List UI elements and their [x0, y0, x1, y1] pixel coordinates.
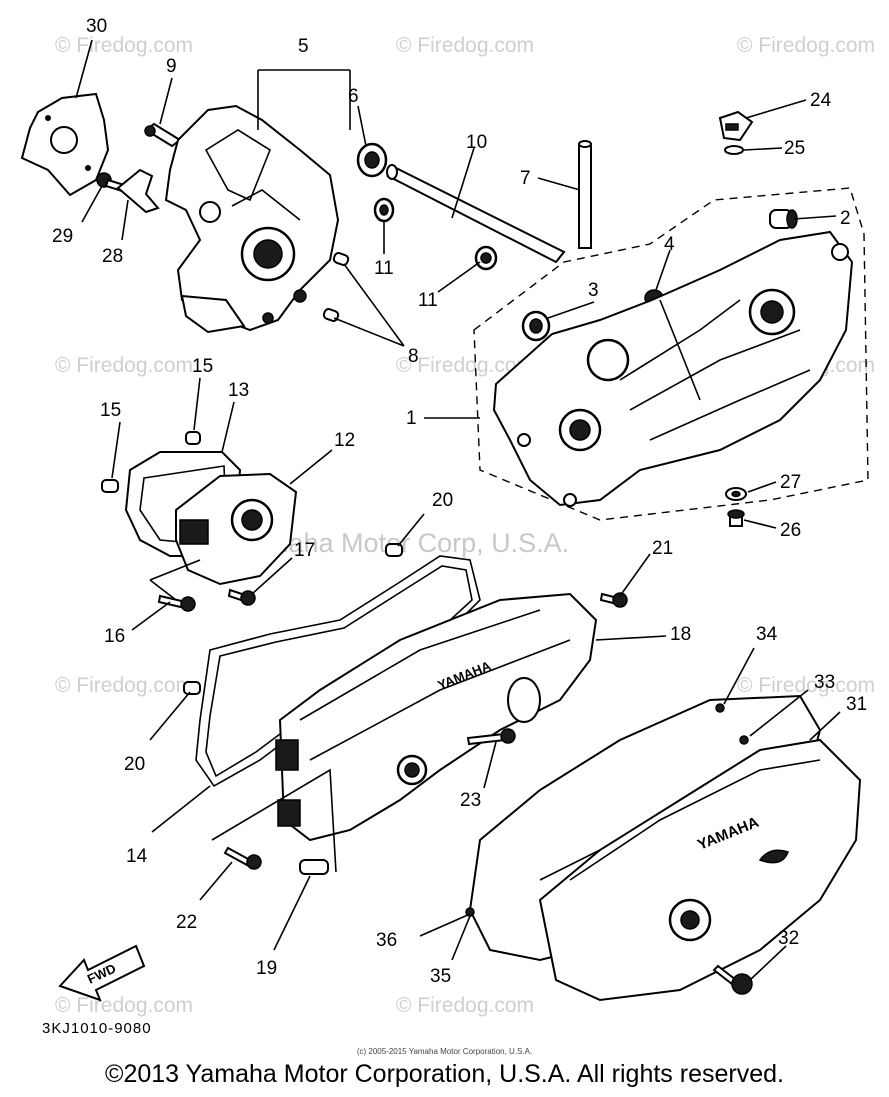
footer-copyright: ©2013 Yamaha Motor Corporation, U.S.A. A…	[105, 1060, 784, 1088]
part-11-seal-upper	[373, 197, 395, 223]
callout-16: 16	[104, 626, 125, 647]
part-9-bolt	[144, 122, 182, 148]
callout-17: 17	[294, 540, 315, 561]
callout-20-a: 20	[432, 490, 453, 511]
part-6-bearing	[356, 142, 388, 178]
callout-35: 35	[430, 966, 451, 987]
watermark: © Firedog.com	[55, 34, 193, 57]
part-5-left-crankcase	[164, 104, 340, 334]
callout-15-b: 15	[100, 400, 121, 421]
callout-8: 8	[408, 346, 419, 367]
part-3-bearing	[521, 310, 551, 342]
watermark: © Firedog.com	[396, 34, 534, 57]
callout-29: 29	[52, 226, 73, 247]
watermark: © Firedog.com	[55, 354, 193, 377]
callout-6: 6	[348, 86, 359, 107]
callout-25: 25	[784, 138, 805, 159]
part-25-o-ring	[724, 145, 744, 155]
part-12-cover	[175, 472, 298, 586]
part-31-outer-cover: YAMAHA	[538, 738, 862, 1002]
part-7-pin	[578, 140, 592, 249]
part-24-cap	[718, 110, 754, 142]
callout-34: 34	[756, 624, 778, 645]
callout-4: 4	[664, 234, 675, 255]
callout-32: 32	[778, 928, 799, 949]
leader-lines	[75, 39, 841, 981]
part-34-screw	[715, 703, 725, 713]
part-27-washer	[725, 487, 747, 501]
callout-9: 9	[166, 56, 177, 77]
part-11-seal-lower	[474, 245, 498, 271]
callout-labels: 30 9 5 6 10 7 24 25 2 29 28 11 11 4 3 8 …	[52, 16, 867, 987]
callout-27: 27	[780, 472, 801, 493]
callout-15-a: 15	[192, 356, 213, 377]
callout-33: 33	[814, 672, 835, 693]
callout-11-b: 11	[418, 290, 438, 311]
callout-26: 26	[780, 520, 801, 541]
part-18-inner-cover: YAMAHA	[275, 592, 598, 842]
part-32-screw	[712, 964, 753, 995]
callout-11-a: 11	[374, 258, 394, 279]
callout-21: 21	[652, 538, 673, 559]
fwd-arrow: FWD	[58, 944, 146, 1002]
callout-24: 24	[810, 90, 832, 111]
part-22-bolt	[223, 846, 262, 870]
part-23-bolt	[466, 728, 516, 746]
part-28-bracket	[116, 168, 160, 214]
part-17-bolt	[227, 588, 256, 606]
watermark: © Firedog.com	[55, 674, 193, 697]
watermark: © Firedog.com	[396, 994, 534, 1017]
callout-23: 23	[460, 790, 481, 811]
callout-28: 28	[102, 246, 123, 267]
tiny-copyright: (c) 2005-2015 Yamaha Motor Corporation, …	[356, 1047, 533, 1056]
callout-12: 12	[334, 430, 355, 451]
part-33-screw	[739, 735, 749, 745]
callout-22: 22	[176, 912, 197, 933]
watermark: © Firedog.com	[396, 354, 534, 377]
part-2-bushing	[769, 209, 798, 229]
part-30-plate	[20, 92, 110, 197]
watermark: © Firedog.com	[737, 34, 875, 57]
callout-3: 3	[588, 280, 599, 301]
callout-31: 31	[846, 694, 867, 715]
callout-2: 2	[840, 208, 851, 229]
part-21-bolt	[599, 592, 628, 608]
part-10-shaft	[386, 164, 566, 264]
callout-18: 18	[670, 624, 691, 645]
callout-5: 5	[298, 36, 309, 57]
callout-13: 13	[228, 380, 249, 401]
callout-10: 10	[466, 132, 487, 153]
part-16-bolt	[157, 594, 196, 612]
part-26-drain-plug	[727, 509, 745, 527]
callout-14: 14	[126, 846, 148, 867]
part-19-dowel	[299, 859, 329, 875]
part-20-dowel-lower	[183, 681, 201, 695]
callout-30: 30	[86, 16, 107, 37]
callout-1: 1	[406, 408, 417, 429]
watermark-layer: © Firedog.com © Firedog.com © Firedog.co…	[55, 34, 875, 1017]
part-15-dowel-upper	[185, 431, 201, 445]
watermark: © Firedog.com	[737, 674, 875, 697]
callout-20-b: 20	[124, 754, 145, 775]
watermark: © Firedog.com	[55, 994, 193, 1017]
part-15-dowel-lower	[101, 479, 119, 493]
callout-7: 7	[520, 168, 531, 189]
callout-19: 19	[256, 958, 277, 979]
diagram-code: 3KJ1010-9080	[42, 1020, 152, 1037]
part-1-right-crankcase	[492, 230, 854, 507]
callout-36: 36	[376, 930, 397, 951]
part-20-dowel-upper	[385, 543, 403, 557]
